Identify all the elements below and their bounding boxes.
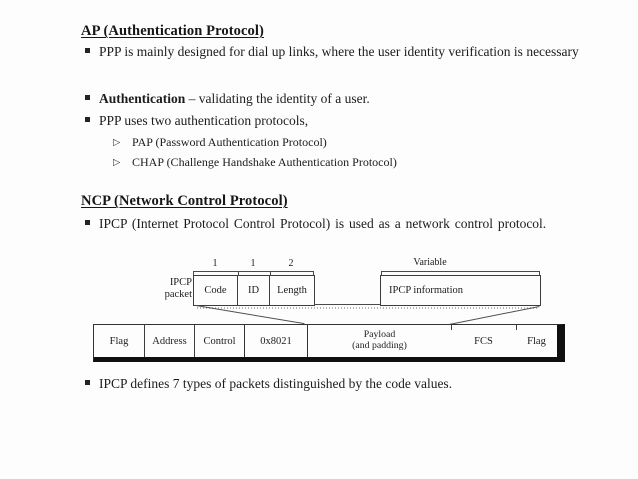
- packet-connector-line: [314, 304, 381, 306]
- field-separator-tick: [516, 325, 517, 330]
- ipcp-packet-label: IPCP packet: [164, 277, 192, 300]
- frame-field-address: Address: [145, 325, 195, 357]
- bullet-seven-types: IPCP defines 7 types of packets distingu…: [84, 373, 452, 395]
- field-id: ID: [237, 275, 270, 306]
- arrow-bullet-icon: ▷: [113, 137, 121, 148]
- frame-field-fcs: FCS: [451, 325, 516, 357]
- bullet-ppp-dialup: PPP is mainly designed for dial up links…: [84, 41, 622, 63]
- frame-field-control: Control: [203, 335, 236, 347]
- bullet-authentication-definition: – validating the identity of a user.: [185, 91, 370, 106]
- subbullet-chap: ▷ CHAP (Challenge Handshake Authenticati…: [113, 155, 397, 169]
- square-bullet-icon: [85, 117, 90, 122]
- field-ipcp-information: IPCP information: [380, 275, 541, 306]
- bullet-authentication: Authentication – validating the identity…: [84, 88, 370, 110]
- ruler-tick: [381, 272, 382, 276]
- size-label-length: 2: [288, 258, 294, 269]
- bullet-ppp-dialup-line2: necessary: [526, 44, 579, 59]
- frame-field-flag-start: Flag: [94, 325, 145, 357]
- arrow-bullet-icon: ▷: [113, 157, 121, 168]
- bullet-two-protocols: PPP uses two authentication protocols,: [84, 110, 308, 132]
- frame-field-flag-end: Flag: [516, 325, 557, 357]
- ruler-tick: [238, 272, 239, 276]
- square-bullet-icon: [85, 48, 90, 53]
- size-label-id: 1: [250, 258, 256, 269]
- ruler-tick: [270, 272, 271, 276]
- square-bullet-icon: [85, 380, 90, 385]
- ppp-frame: Flag Address Control 0x8021 Payload (and…: [93, 324, 565, 362]
- byte-ruler-right: [381, 271, 540, 276]
- field-code: Code: [193, 275, 238, 306]
- square-bullet-icon: [85, 95, 90, 100]
- field-length: Length: [269, 275, 315, 306]
- size-label-code: 1: [212, 258, 218, 269]
- bullet-authentication-term: Authentication: [99, 91, 186, 106]
- byte-ruler-left: [193, 271, 314, 276]
- square-bullet-icon: [85, 220, 90, 225]
- heading-ap: AP (Authentication Protocol): [81, 23, 264, 39]
- bullet-ppp-dialup-line1: PPP is mainly designed for dial up links…: [99, 44, 523, 59]
- ruler-tick: [539, 272, 540, 276]
- frame-field-payload: Payload (and padding): [352, 329, 407, 351]
- frame-field-protocol-id: 0x8021: [244, 325, 308, 357]
- heading-ncp: NCP (Network Control Protocol): [81, 193, 288, 209]
- bullet-ipcp: IPCP (Internet Protocol Control Protocol…: [84, 213, 546, 235]
- field-separator-tick: [451, 325, 452, 330]
- ruler-tick: [313, 272, 314, 276]
- subbullet-pap: ▷ PAP (Password Authentication Protocol): [113, 135, 327, 149]
- ruler-tick: [193, 272, 194, 276]
- packet-shadow: [197, 306, 539, 309]
- size-label-variable: Variable: [413, 257, 447, 268]
